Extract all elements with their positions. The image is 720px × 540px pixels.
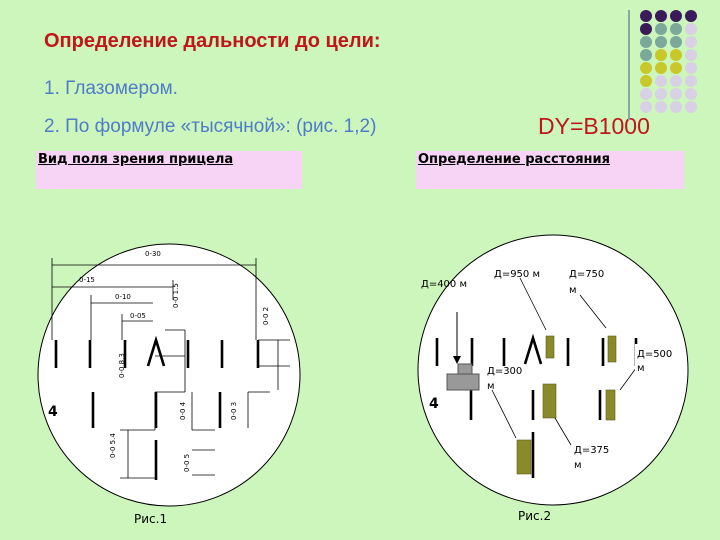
decor-dot <box>655 62 667 74</box>
decor-dot <box>670 36 682 48</box>
page-title: Определение дальности до цели: <box>44 30 381 52</box>
decor-dot <box>670 10 682 22</box>
fig1-dim-005: 0-05 <box>130 312 146 320</box>
decor-dot <box>670 23 682 35</box>
method-eye: 1. Глазомером. <box>44 78 178 99</box>
decor-dot <box>670 75 682 87</box>
decor-dot <box>640 10 652 22</box>
fig2-d950: Д=950 м <box>494 269 540 280</box>
decor-dot <box>640 49 652 61</box>
fig1-v-15: 0-0 1.5 <box>172 283 180 308</box>
fig2-d300a: Д=300 <box>487 366 522 377</box>
fig1-number: 4 <box>48 404 58 420</box>
decor-dot <box>640 101 652 113</box>
fig2-d375b: м <box>574 460 582 471</box>
fig2-d500a: Д=500 <box>637 349 672 360</box>
fig2-target-400 <box>446 312 480 391</box>
fig2-label: Рис.2 <box>518 509 552 523</box>
decor-dot <box>655 75 667 87</box>
fig2-reticle-circle <box>417 234 689 506</box>
decor-dot <box>640 75 652 87</box>
decor-dot <box>685 101 697 113</box>
fig2-d400: Д=400 м <box>421 279 467 290</box>
decor-dot <box>655 49 667 61</box>
fig2-d300b: м <box>487 381 495 392</box>
fig2-d375a: Д=375 <box>574 445 609 456</box>
decor-dot <box>640 88 652 100</box>
fig2-tree-targets <box>516 335 617 475</box>
fig1-label: Рис.1 <box>134 512 168 526</box>
decor-dot <box>685 36 697 48</box>
decor-divider <box>628 10 630 120</box>
caption-right: Определение расстояния <box>416 151 684 189</box>
decor-dot <box>670 62 682 74</box>
fig1-v-83: 0-0 8.3 <box>118 353 126 378</box>
fig1-dim-015: 0-15 <box>79 276 95 284</box>
decor-dot <box>655 10 667 22</box>
fig1-v-5: 0-0 5 <box>183 454 191 472</box>
fig1-reticle-marks <box>54 335 260 480</box>
fig1-dimension-lines <box>51 258 290 479</box>
formula-text: DY=B1000 <box>538 113 650 139</box>
fig2-d500b: м <box>637 363 645 374</box>
fig1-v-3: 0-0 3 <box>230 402 238 420</box>
decor-dot <box>685 88 697 100</box>
decor-dot <box>670 101 682 113</box>
decor-dot <box>670 49 682 61</box>
method-formula: 2. По формуле «тысячной»: (рис. 1,2) <box>44 116 377 137</box>
decor-dot <box>685 10 697 22</box>
caption-right-text: Определение расстояния <box>418 152 610 167</box>
decor-dot <box>655 23 667 35</box>
decor-dot <box>640 36 652 48</box>
fig1-dim-030: 0-30 <box>145 250 161 258</box>
decor-dot <box>685 75 697 87</box>
decor-dot <box>655 36 667 48</box>
decor-dot <box>685 62 697 74</box>
fig2-d750a: Д=750 <box>569 269 604 280</box>
caption-left: Вид поля зрения прицела <box>36 151 302 189</box>
decor-dot <box>685 49 697 61</box>
fig1-dim-010: 0-10 <box>115 293 131 301</box>
fig2-d750b: м <box>569 285 577 296</box>
fig1-v-54: 0-0 5.4 <box>109 433 117 458</box>
caption-left-text: Вид поля зрения прицела <box>38 152 234 167</box>
decor-dot <box>685 23 697 35</box>
fig2-number: 4 <box>429 396 439 412</box>
decor-dot <box>655 101 667 113</box>
fig1-v-4: 0-0 4 <box>179 401 187 420</box>
decor-dot <box>640 23 652 35</box>
fig2-d500-box <box>635 344 685 374</box>
fig1-reticle-circle <box>37 243 301 507</box>
decor-dot <box>655 88 667 100</box>
fig1-v-2: 0-0 2 <box>262 307 270 325</box>
decor-dot <box>670 88 682 100</box>
decor-dots <box>640 10 718 113</box>
decor-dot <box>640 62 652 74</box>
